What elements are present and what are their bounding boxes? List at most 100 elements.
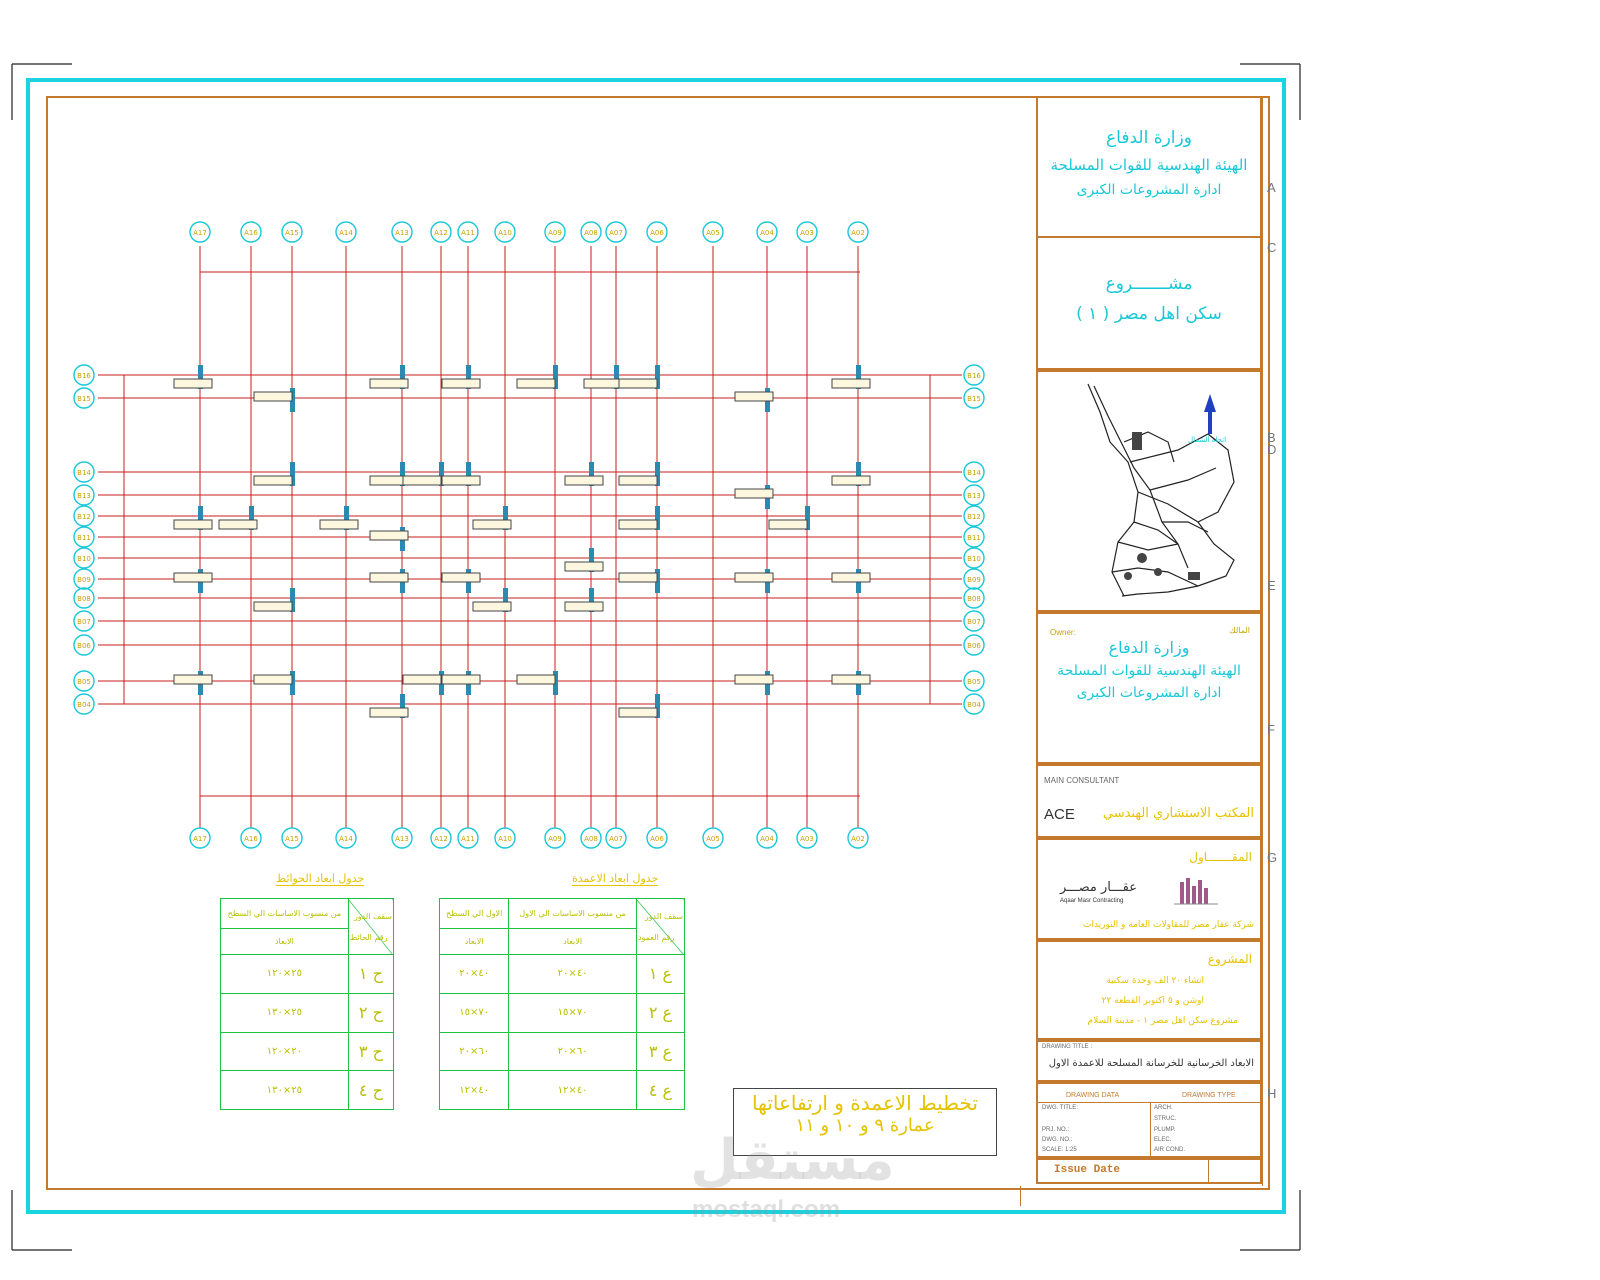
table-cell: ع ٣	[635, 1031, 686, 1072]
zone-letter: E	[1267, 578, 1276, 593]
type-row: STRUC.	[1154, 1116, 1177, 1122]
grid-bubble	[963, 587, 985, 609]
project-info-line: مشروع سكن اهل مصر ١ - مدينة السلام	[1087, 1016, 1238, 1026]
project-name: سكن اهل مصر ( ١ )	[1076, 304, 1222, 324]
table-cell: ٤٠×٢٠	[508, 954, 637, 994]
column-mark	[589, 588, 594, 612]
column-tag	[564, 475, 604, 486]
project-info-label: المشروع	[1207, 952, 1252, 966]
grid-bubble	[73, 387, 95, 409]
grid-bubble	[73, 484, 95, 506]
grid-bubble	[73, 526, 95, 548]
zone-letter: C	[1267, 240, 1277, 255]
grid-bubble	[457, 221, 479, 243]
table-header-text: رقم العمود	[637, 932, 675, 942]
column-mark	[589, 462, 594, 486]
grid-bubble-label: B12	[967, 513, 981, 521]
column-tag	[734, 488, 774, 499]
column-tag	[173, 378, 213, 389]
grid-bubble	[605, 221, 627, 243]
grid-bubble	[702, 827, 724, 849]
grid-bubble-label: B15	[77, 395, 91, 403]
zone-strip	[1262, 96, 1281, 1186]
grid-bubble	[73, 634, 95, 656]
footer-rule	[1020, 1186, 1021, 1206]
table-header: سقف الدور رقم الحائط	[347, 898, 395, 955]
grid-bubble-label: B14	[967, 469, 981, 477]
drawing-title: الابعاد الخرسانية للخرسانة المسلحة للاعم…	[1048, 1058, 1254, 1069]
column-tag	[369, 707, 409, 718]
grid-bubble	[847, 221, 869, 243]
grid-bubble	[391, 221, 413, 243]
grid-bubble-label: A02	[851, 835, 865, 843]
plan-title-box: تخطيط الاعمدة و ارتفاعاتها عمارة ٩ و ١٠ …	[733, 1088, 997, 1156]
grid-bubble	[646, 827, 668, 849]
grid-bubble-label: A15	[285, 229, 299, 237]
inner-frame	[46, 96, 1270, 1190]
column-tag	[564, 601, 604, 612]
grid-bubble	[73, 364, 95, 386]
column-mark	[589, 548, 594, 572]
column-tag	[253, 391, 293, 402]
grid-bubble	[73, 587, 95, 609]
project-panel: مشـــــــروع سكن اهل مصر ( ١ )	[1036, 236, 1262, 370]
drawing-title-panel: DRAWING TITLE : الابعاد الخرسانية للخرسا…	[1036, 1040, 1262, 1082]
grid-bubble	[73, 547, 95, 569]
grid-bubble	[430, 827, 452, 849]
zone-letter: B	[1267, 430, 1276, 445]
column-tag	[173, 572, 213, 583]
column-tag	[583, 378, 623, 389]
column-tag	[618, 475, 658, 486]
watermark: مستقل	[690, 1128, 895, 1193]
table-cell: ع ١	[635, 954, 686, 994]
grid-bubble	[494, 827, 516, 849]
type-row: ELEC.	[1154, 1137, 1172, 1143]
grid-bubble	[580, 221, 602, 243]
table-cell: ح ٢	[347, 992, 395, 1033]
grid-bubble-label: B13	[77, 492, 91, 500]
grid-bubble-label: B16	[967, 372, 981, 380]
grid-bubble-label: B05	[77, 678, 91, 686]
grid-bubble-label: A10	[498, 835, 512, 843]
grid-bubble	[796, 221, 818, 243]
grid-bubble	[73, 693, 95, 715]
key-map	[1087, 383, 1235, 597]
grid-bubble	[963, 610, 985, 632]
table-header: من منسوب الاساسات الي الاول	[508, 898, 637, 929]
zone-letter: H	[1267, 1086, 1277, 1101]
grid-bubble	[457, 827, 479, 849]
column-tag	[402, 475, 442, 486]
column-mark	[655, 694, 660, 718]
grid-bubble-label: A13	[395, 229, 409, 237]
column-mark	[655, 365, 660, 389]
grid-bubble	[963, 568, 985, 590]
grid-bubble	[73, 568, 95, 590]
table-cell: ٦٠×٢٠	[508, 1031, 637, 1072]
columns-table: الاول الي السطح من منسوب الاساسات الي ال…	[438, 898, 686, 1110]
grid-bubble	[240, 221, 262, 243]
owner-panel: Owner: المالك وزارة الدفاع الهيئة الهندس…	[1036, 612, 1262, 764]
grid-bubble-label: A09	[548, 229, 562, 237]
client-line: ادارة المشروعات الكبرى	[1076, 182, 1222, 198]
grid-bubble-label: B15	[967, 395, 981, 403]
column-mark	[805, 506, 810, 530]
grid-bubble-label: A11	[461, 835, 475, 843]
grid-bubble	[605, 827, 627, 849]
grid-bubble-label: B14	[77, 469, 91, 477]
table-subheader: الابعاد	[508, 928, 637, 955]
column-mark	[198, 506, 203, 530]
grid-bubble-label: B10	[77, 555, 91, 563]
column-mark	[400, 694, 405, 718]
column-tag	[618, 378, 658, 389]
column-mark	[553, 365, 558, 389]
grid-bubble	[335, 827, 357, 849]
column-tag	[253, 601, 293, 612]
grid-bubble	[335, 221, 357, 243]
plan-title: تخطيط الاعمدة و ارتفاعاتها	[752, 1091, 978, 1115]
column-mark	[503, 506, 508, 530]
grid-bubble-label: A08	[584, 229, 598, 237]
column-tag	[173, 674, 213, 685]
table-cell: ٤٠×٢٠	[438, 954, 510, 994]
column-tag	[831, 475, 871, 486]
grid-bubble-label: B04	[77, 701, 91, 709]
